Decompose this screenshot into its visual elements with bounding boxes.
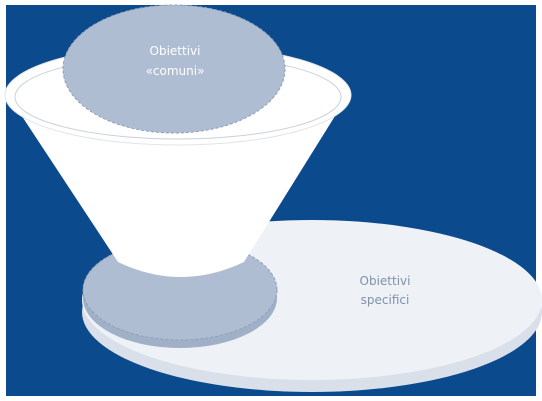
common-objectives-disc <box>62 4 286 134</box>
common-objectives-label-line2: «comuni» <box>146 64 205 78</box>
specific-objectives-label-line1: Obiettivi <box>360 274 411 288</box>
common-objectives-label-line1: Obiettivi <box>150 44 201 58</box>
specific-objectives-label-line2: specifici <box>361 293 410 307</box>
